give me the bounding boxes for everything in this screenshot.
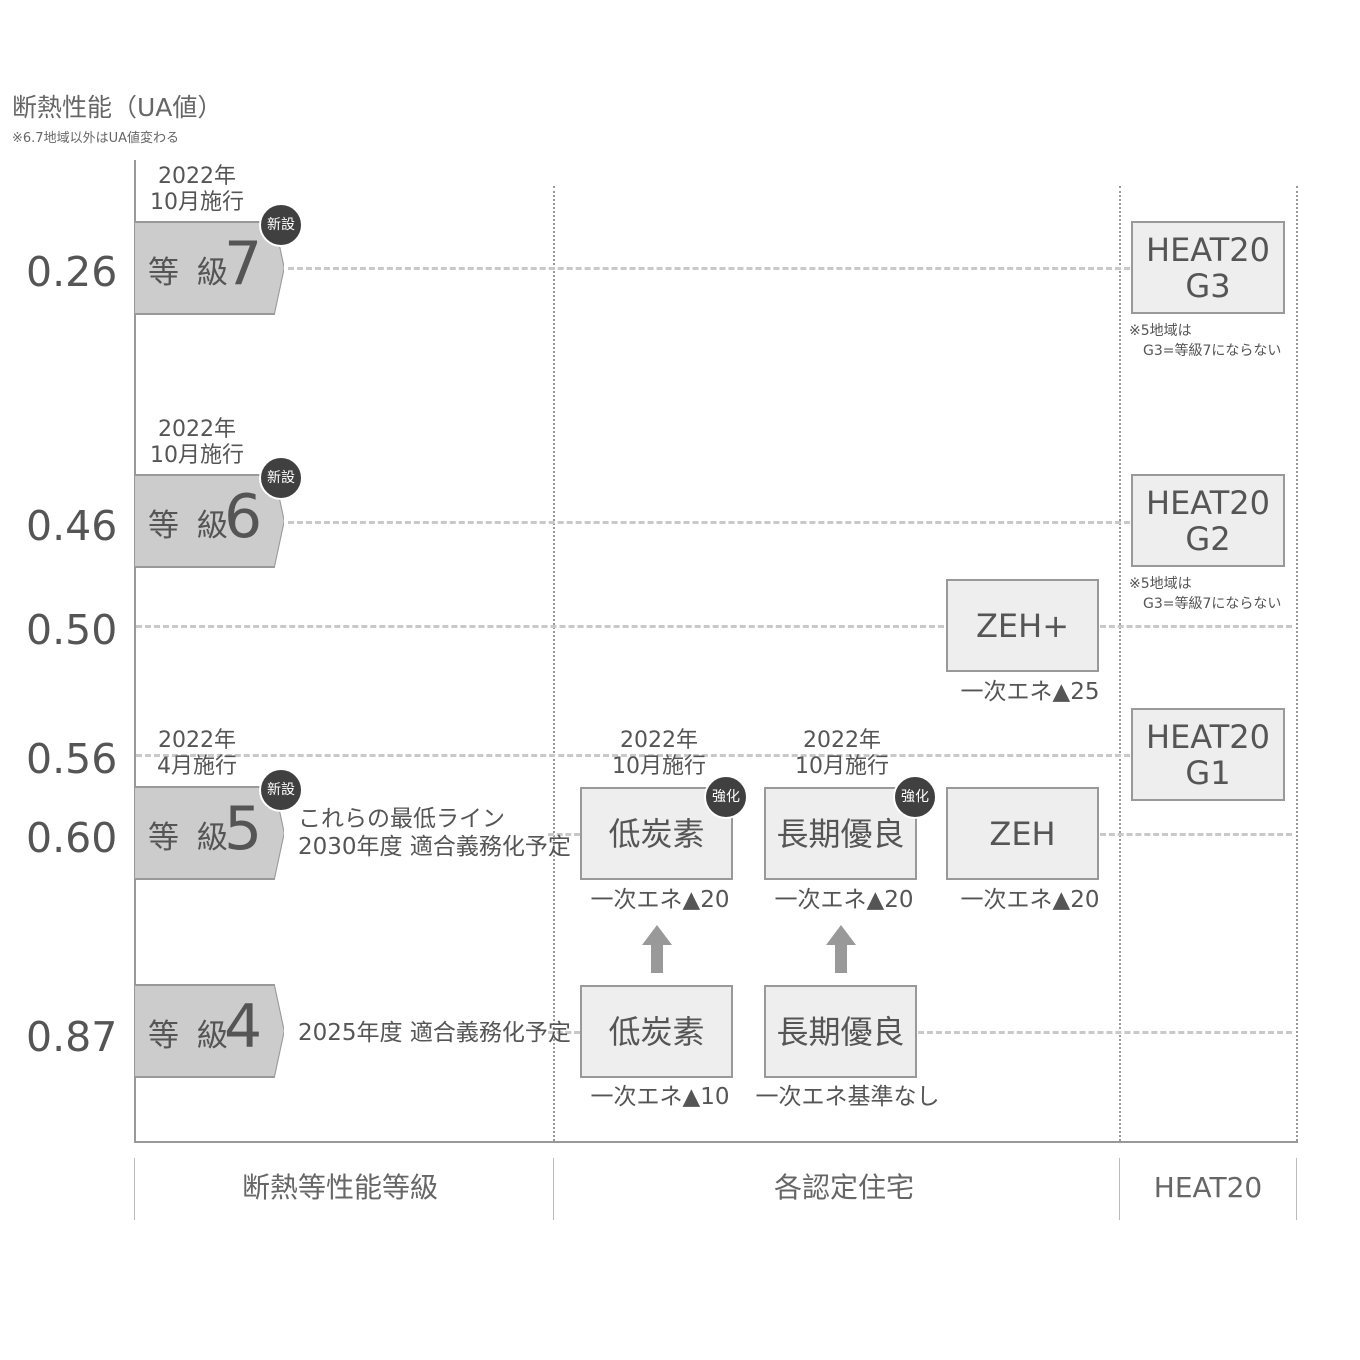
y-tick-label: 0.50 — [26, 606, 118, 654]
note-line2: G3=等級7にならない — [1143, 343, 1282, 359]
longterm-old-energy: 一次エネ基準なし — [755, 1084, 940, 1110]
heat20-label: HEAT20 — [1146, 483, 1270, 522]
grade-prefix: 等 級 — [148, 820, 232, 856]
y-tick-label: 0.87 — [26, 1013, 118, 1061]
grade5-date-year: 2022年 — [158, 728, 236, 753]
heat20-grade: G1 — [1185, 753, 1231, 792]
grade-number: 7 — [224, 229, 263, 299]
grade-number: 4 — [224, 992, 263, 1062]
grade6-date-month: 10月施行 — [150, 443, 244, 468]
category-label-grades: 断熱等性能等級 — [241, 1171, 438, 1204]
grade-prefix: 等 級 — [148, 508, 232, 544]
grade7-date-year: 2022年 — [158, 164, 236, 189]
grade4-note: 2025年度 適合義務化予定 — [298, 1020, 571, 1046]
y-axis-line — [134, 160, 136, 1143]
grade7-date-month: 10月施行 — [150, 190, 244, 215]
category-separator — [553, 1158, 554, 1220]
column-divider-2 — [1119, 186, 1121, 1141]
category-separator — [1119, 1158, 1120, 1220]
note-line1: ※5地域は — [1129, 323, 1192, 339]
grade-6-label: 等 級 6 — [134, 474, 284, 568]
ref-line-060-b — [1100, 833, 1292, 836]
zeh-plus-box: ZEH+ — [946, 579, 1099, 672]
chart-subtitle: ※6.7地域以外はUA値変わる — [12, 131, 179, 146]
new-badge: 新設 — [259, 203, 303, 247]
grade-arrow-shape — [134, 984, 284, 1078]
up-arrow-icon — [826, 925, 856, 973]
y-tick-label: 0.46 — [26, 502, 118, 550]
grade6-date-year: 2022年 — [158, 417, 236, 442]
grade-arrow-shape — [134, 786, 284, 880]
longterm-new-date: 2022年 10月施行 — [772, 728, 912, 780]
lowcarbon-date-month: 10月施行 — [612, 754, 706, 779]
grade-prefix: 等 級 — [148, 1018, 232, 1054]
up-arrow-icon — [642, 925, 672, 973]
heat20-g3-box: HEAT20 G3 — [1131, 221, 1285, 314]
lowcarbon-old-box: 低炭素 — [580, 985, 733, 1078]
longterm-date-month: 10月施行 — [795, 754, 889, 779]
grade-arrow-shape — [134, 221, 284, 315]
grade-arrow-shape — [134, 474, 284, 568]
ref-line-087-a — [548, 1031, 580, 1034]
heat20-grade: G3 — [1185, 266, 1231, 305]
strengthened-badge: 強化 — [704, 775, 748, 819]
zeh-box: ZEH — [946, 787, 1099, 880]
grade6-date: 2022年 10月施行 — [127, 417, 267, 469]
strengthened-badge: 強化 — [893, 775, 937, 819]
grade-number: 6 — [224, 482, 263, 552]
heat20-g1-box: HEAT20 G1 — [1131, 708, 1285, 801]
chart-title: 断熱性能（UA値） — [12, 93, 223, 122]
y-tick-label: 0.60 — [26, 814, 118, 862]
x-axis-line — [134, 1141, 1298, 1143]
grade5-note: これらの最低ライン 2030年度 適合義務化予定 — [298, 805, 571, 861]
grade-7-label: 等 級 7 — [134, 221, 284, 315]
zeh-plus-energy: 一次エネ▲25 — [960, 679, 1100, 705]
grade7-date: 2022年 10月施行 — [127, 164, 267, 216]
note-line1: ※5地域は — [1129, 576, 1192, 592]
ref-line-026 — [288, 267, 1130, 270]
grade5-date: 2022年 4月施行 — [127, 728, 267, 780]
new-badge: 新設 — [259, 768, 303, 812]
heat20-g2-note: ※5地域は G3=等級7にならない — [1129, 574, 1281, 614]
ref-line-060-a — [548, 833, 580, 836]
grade-4-label: 等 級 4 — [134, 984, 284, 1078]
ref-line-056 — [136, 754, 1130, 757]
grade-prefix: 等 級 — [148, 255, 232, 291]
category-separator — [134, 1158, 135, 1220]
lowcarbon-date-year: 2022年 — [620, 728, 698, 753]
longterm-old-box: 長期優良 — [764, 985, 917, 1078]
y-tick-label: 0.26 — [26, 248, 118, 296]
zeh-energy: 一次エネ▲20 — [960, 887, 1100, 913]
ref-line-050-a — [136, 625, 944, 628]
category-separator — [1296, 1158, 1297, 1220]
lowcarbon-new-date: 2022年 10月施行 — [589, 728, 729, 780]
y-tick-label: 0.56 — [26, 735, 118, 783]
heat20-grade: G2 — [1185, 519, 1231, 558]
category-label-certified: 各認定住宅 — [773, 1171, 914, 1204]
grade5-note-line2: 2030年度 適合義務化予定 — [298, 834, 571, 860]
lowcarbon-new-energy: 一次エネ▲20 — [590, 887, 730, 913]
column-divider-3 — [1296, 186, 1298, 1141]
heat20-label: HEAT20 — [1146, 230, 1270, 269]
ref-line-087-b — [918, 1031, 1292, 1034]
grade5-note-line1: これらの最低ライン — [298, 806, 505, 832]
heat20-label: HEAT20 — [1146, 717, 1270, 756]
grade-5-label: 等 級 5 — [134, 786, 284, 880]
category-label-heat20: HEAT20 — [1153, 1171, 1263, 1204]
longterm-date-year: 2022年 — [803, 728, 881, 753]
longterm-new-energy: 一次エネ▲20 — [774, 887, 914, 913]
lowcarbon-old-energy: 一次エネ▲10 — [590, 1084, 730, 1110]
grade5-date-month: 4月施行 — [157, 754, 237, 779]
heat20-g3-note: ※5地域は G3=等級7にならない — [1129, 321, 1281, 361]
heat20-g2-box: HEAT20 G2 — [1131, 474, 1285, 567]
ref-line-046 — [288, 521, 1130, 524]
note-line2: G3=等級7にならない — [1143, 596, 1282, 612]
column-divider-1 — [553, 186, 555, 1141]
ref-line-050-b — [1100, 625, 1292, 628]
grade-number: 5 — [224, 794, 263, 864]
longterm-new-box: 長期優良 — [764, 787, 917, 880]
new-badge: 新設 — [259, 456, 303, 500]
